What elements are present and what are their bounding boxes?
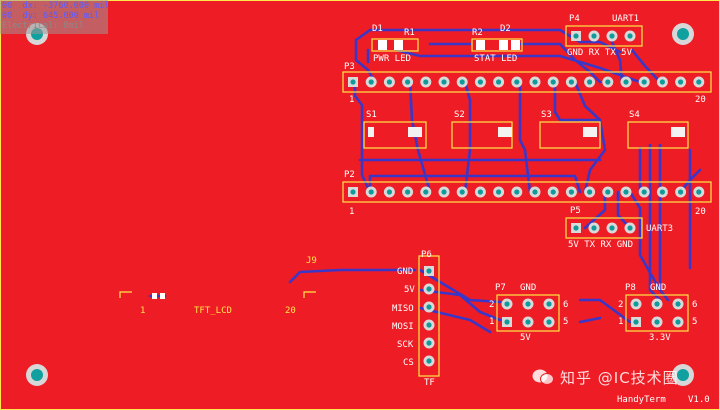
p2-pin-last: 20 — [695, 207, 706, 217]
p5-ref: P5 — [570, 206, 581, 216]
p8-ref: P8 — [625, 283, 636, 293]
r2-ref: R2 — [472, 28, 483, 38]
p4-name: UART1 — [612, 14, 640, 24]
p6-pin-sck: SCK — [397, 340, 414, 350]
switch-s4-label: S4 — [629, 110, 640, 120]
p6-ref: P6 — [421, 250, 432, 260]
p6-pin-cs: CS — [403, 358, 414, 368]
p8-right-top: 6 — [692, 300, 698, 310]
p7-left-top: 2 — [489, 300, 495, 310]
p8-top: GND — [650, 283, 667, 293]
p6-pin-miso: MISO — [392, 304, 414, 314]
p7-right-bot: 5 — [563, 317, 569, 327]
p7-ref: P7 — [495, 283, 506, 293]
pwr-led-label: PWR LED — [373, 54, 411, 64]
switch-pads — [152, 40, 685, 299]
tft-ref: J9 — [306, 256, 317, 266]
switch-s1-label: S1 — [366, 110, 377, 120]
p7-bottom: 5V — [520, 333, 531, 343]
board-name: HandyTerm — [617, 395, 666, 405]
p8-left-top: 2 — [618, 300, 624, 310]
p7-top: GND — [520, 283, 537, 293]
d2-ref: D2 — [500, 24, 511, 34]
switch-s3-label: S3 — [541, 110, 552, 120]
d1-ref: D1 — [372, 24, 383, 34]
tft-pin-last: 20 — [285, 306, 296, 316]
p7-left-bot: 1 — [489, 317, 495, 327]
coordinate-readout: 00 dx: -3760.000 mil 00 dy: 645.000 mil … — [0, 0, 108, 34]
through-hole-pads — [348, 30, 705, 367]
p5-pins: 5V TX RX GND — [568, 240, 634, 250]
board-version: V1.0 — [688, 395, 710, 405]
tft-pin-first: 1 — [140, 306, 146, 316]
coord-y: 00 — [2, 11, 13, 21]
p6-pin-mosi: MOSI — [392, 322, 414, 332]
coord-electrical: Electrical: 8mil — [2, 21, 84, 31]
p2-pin-first: 1 — [349, 207, 355, 217]
stat-led-label: STAT LED — [474, 54, 518, 64]
watermark: 知乎 @IC技术圈 — [532, 362, 679, 392]
r1-ref: R1 — [404, 28, 415, 38]
p3-pin-last: 20 — [695, 95, 706, 105]
p2-ref: P2 — [344, 170, 355, 180]
p8-bottom: 3.3V — [649, 333, 671, 343]
wechat-icon — [532, 368, 554, 386]
p6-pin-gnd: GND — [397, 267, 414, 277]
p3-ref: P3 — [344, 62, 355, 72]
p4-ref: P4 — [569, 14, 580, 24]
p6-name: TF — [424, 378, 435, 388]
p6-pin-5v: 5V — [404, 285, 415, 295]
p7-right-top: 6 — [563, 300, 569, 310]
coord-dy: dy: 645.000 mil — [22, 11, 100, 21]
p4-pins: GND RX TX 5V — [567, 48, 633, 58]
coord-dx: dx: -3760.000 mil — [22, 1, 109, 11]
coord-x: 00 — [2, 1, 13, 11]
p8-left-bot: 1 — [618, 317, 624, 327]
p8-right-bot: 5 — [692, 317, 698, 327]
bottom-traces — [148, 28, 702, 334]
p5-name: UART3 — [646, 224, 674, 234]
watermark-text: 知乎 @IC技术圈 — [560, 368, 679, 387]
tft-name: TFT_LCD — [194, 306, 232, 316]
p3-pin-first: 1 — [349, 95, 355, 105]
switch-s2-label: S2 — [454, 110, 465, 120]
